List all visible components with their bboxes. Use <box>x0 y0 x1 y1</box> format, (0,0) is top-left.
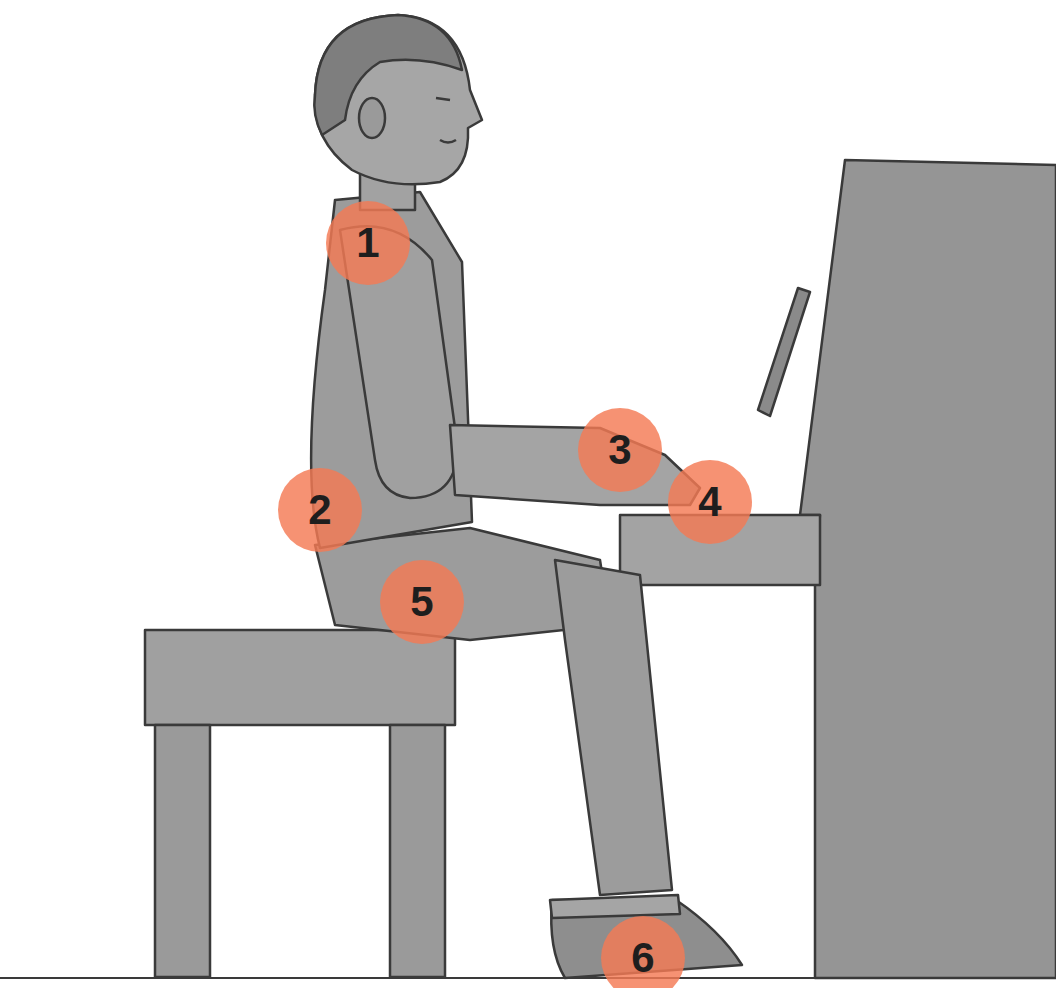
callout-circle: 5 <box>380 560 464 644</box>
callout-circle: 1 <box>326 201 410 285</box>
callout-circle: 2 <box>278 468 362 552</box>
bench-leg <box>390 725 445 977</box>
callout-number: 5 <box>410 581 433 623</box>
callout-number: 6 <box>631 937 654 979</box>
eye <box>436 98 450 100</box>
lower-leg <box>555 560 672 895</box>
hair <box>314 15 462 135</box>
ear <box>359 98 385 138</box>
bench-top <box>145 630 455 725</box>
floor-line <box>0 977 1056 979</box>
callout-number: 3 <box>608 429 631 471</box>
music-rest <box>758 288 810 416</box>
bench-leg <box>155 725 210 977</box>
callout-circle: 3 <box>578 408 662 492</box>
mouth <box>440 140 456 143</box>
head <box>315 15 482 184</box>
piano-body <box>800 160 1056 978</box>
forearm <box>450 425 700 505</box>
callout-number: 4 <box>698 481 721 523</box>
callout-circle: 4 <box>668 460 752 544</box>
callout-number: 2 <box>308 489 331 531</box>
callout-number: 1 <box>356 222 379 264</box>
trouser-cuff <box>550 895 680 918</box>
